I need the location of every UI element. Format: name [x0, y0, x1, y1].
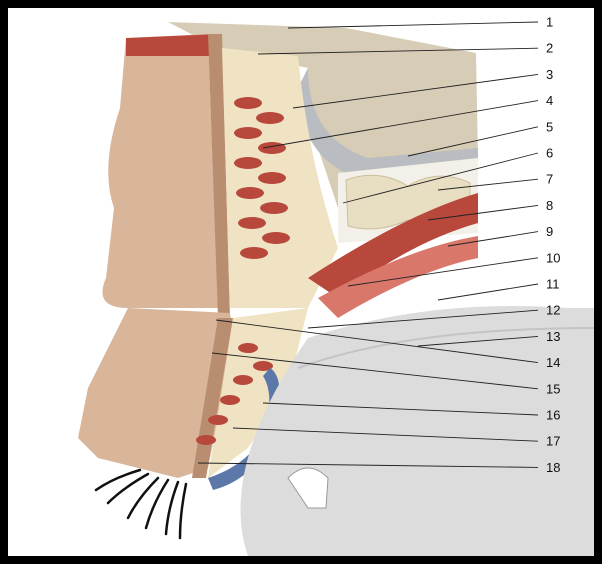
label-12: 12: [546, 303, 560, 318]
eyelashes: [96, 470, 186, 538]
label-18: 18: [546, 460, 560, 475]
label-15: 15: [546, 381, 560, 396]
label-16: 16: [546, 408, 560, 423]
upper-eyelid-skin: [102, 34, 230, 318]
label-2: 2: [546, 41, 553, 56]
label-9: 9: [546, 224, 553, 239]
label-11: 11: [546, 277, 560, 292]
label-17: 17: [546, 434, 560, 449]
label-14: 14: [546, 355, 560, 370]
label-3: 3: [546, 67, 553, 82]
label-6: 6: [546, 146, 553, 161]
leader-line-1: [288, 22, 538, 28]
label-8: 8: [546, 198, 553, 213]
label-10: 10: [546, 250, 560, 265]
leader-line-11: [438, 284, 538, 300]
label-1: 1: [546, 15, 553, 30]
label-13: 13: [546, 329, 560, 344]
label-4: 4: [546, 93, 553, 108]
label-5: 5: [546, 119, 553, 134]
label-7: 7: [546, 172, 553, 187]
